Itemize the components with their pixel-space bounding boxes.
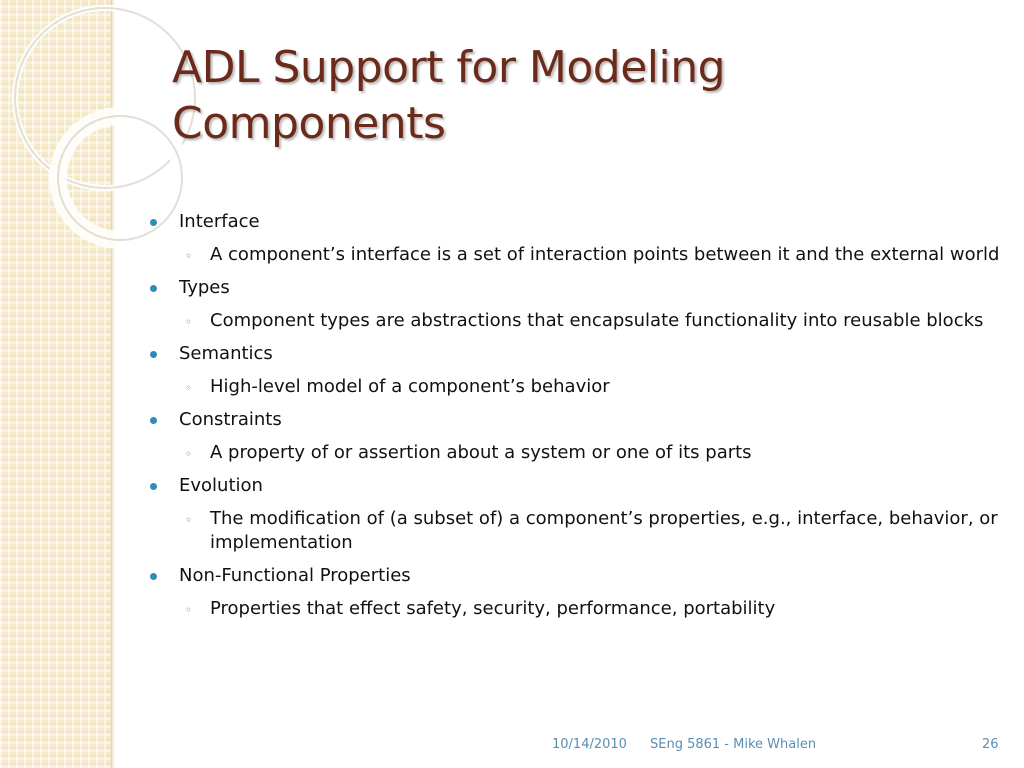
sub-bullet-ring-icon: ◦ [185, 603, 193, 617]
bullet-label: Constraints [179, 409, 282, 430]
sub-bullet-ring-icon: ◦ [185, 381, 193, 395]
bullet-label: Interface [179, 211, 260, 232]
sub-bullet-text: High-level model of a component’s behavi… [210, 376, 610, 397]
sub-bullet-ring-icon: ◦ [185, 447, 193, 461]
bullet-item-semantics: Semantics [148, 342, 1008, 366]
bullet-dot-icon [150, 285, 157, 292]
bullet-item-evolution: Evolution [148, 474, 1008, 498]
footer-page-number: 26 [982, 737, 999, 752]
bullet-label: Semantics [179, 343, 273, 364]
sub-bullet-text: Properties that effect safety, security,… [210, 598, 776, 619]
bullet-item-non-functional-properties: Non-Functional Properties [148, 564, 1008, 588]
sub-bullet-text: The modification of (a subset of) a comp… [210, 508, 998, 553]
bullet-dot-icon [150, 351, 157, 358]
sub-bullet-text: A component’s interface is a set of inte… [210, 244, 1000, 265]
bullet-dot-icon [150, 573, 157, 580]
sub-bullet-item: ◦ The modification of (a subset of) a com… [148, 507, 1008, 555]
sub-bullet-ring-icon: ◦ [185, 249, 193, 263]
sub-bullet-item: ◦ High-level model of a component’s behav… [148, 375, 1008, 399]
sub-bullet-ring-icon: ◦ [185, 315, 193, 329]
page-title: ADL Support for Modeling Components [172, 42, 726, 149]
decorative-sidebar [0, 0, 112, 768]
bullet-dot-icon [150, 219, 157, 226]
sub-bullet-text: Component types are abstractions that en… [210, 310, 984, 331]
sub-bullet-item: ◦ A component’s interface is a set of int… [148, 243, 1008, 267]
footer-date: 10/14/2010 [552, 737, 627, 752]
bullet-item-types: Types [148, 276, 1008, 300]
bullet-label: Non-Functional Properties [179, 565, 411, 586]
sidebar-edge [112, 0, 115, 768]
bullet-label: Evolution [179, 475, 263, 496]
sub-bullet-item: ◦ A property of or assertion about a syst… [148, 441, 1008, 465]
bullet-list: Interface ◦ A component’s interface is a … [148, 210, 1008, 621]
bullet-label: Types [179, 277, 230, 298]
bullet-dot-icon [150, 483, 157, 490]
bullet-dot-icon [150, 417, 157, 424]
bullet-item-interface: Interface [148, 210, 1008, 234]
sub-bullet-ring-icon: ◦ [185, 513, 193, 527]
sub-bullet-text: A property of or assertion about a syste… [210, 442, 752, 463]
sub-bullet-item: ◦ Properties that effect safety, security… [148, 597, 1008, 621]
footer-course: SEng 5861 - Mike Whalen [650, 737, 817, 752]
bullet-item-constraints: Constraints [148, 408, 1008, 432]
sub-bullet-item: ◦ Component types are abstractions that e… [148, 309, 1008, 333]
